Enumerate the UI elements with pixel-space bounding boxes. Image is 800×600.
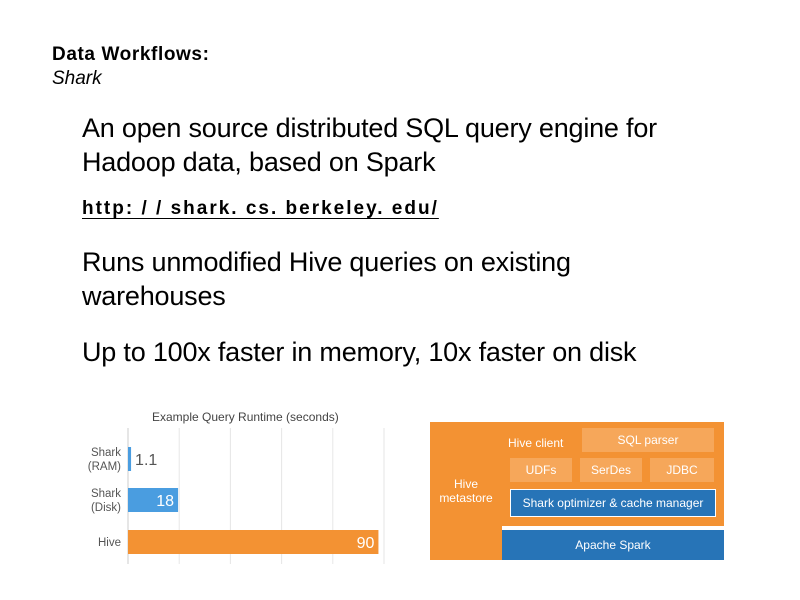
- apache-spark-box: Apache Spark: [502, 530, 724, 560]
- slide-title-line1: Data Workflows:: [52, 44, 210, 65]
- runtime-chart: Example Query Runtime (seconds) Shark(RAM…: [78, 404, 388, 568]
- sql-parser-box: SQL parser: [582, 428, 714, 452]
- jdbc-label: JDBC: [666, 463, 698, 477]
- chart-title: Example Query Runtime (seconds): [152, 410, 339, 424]
- serdes-label: SerDes: [590, 463, 631, 477]
- chart-category-label-2: Hive: [98, 537, 121, 549]
- chart-value-label-0: 1.1: [135, 452, 157, 469]
- apache-spark-label: Apache Spark: [575, 538, 651, 552]
- jdbc-box: JDBC: [650, 458, 714, 482]
- chart-category-label-1: Shark(Disk): [91, 488, 121, 514]
- slide-title: Data Workflows: Shark: [52, 44, 210, 90]
- chart-bar-1: [128, 488, 179, 512]
- bullet-performance: Up to 100x faster in memory, 10x faster …: [82, 337, 637, 367]
- slide-title-line2: Shark: [52, 68, 102, 89]
- optimizer-box: Shark optimizer & cache manager: [510, 489, 716, 517]
- udfs-label: UDFs: [525, 463, 557, 477]
- hive-metastore-box: Hive metastore: [430, 422, 502, 560]
- chart-value-label-1: 18: [156, 493, 174, 510]
- bullet-hive-compat: Runs unmodified Hive queries on existing…: [82, 247, 571, 311]
- chart-bar-2: [128, 530, 379, 554]
- bullet-description: An open source distributed SQL query eng…: [82, 113, 657, 177]
- chart-category-label-0: Shark(RAM): [88, 447, 121, 473]
- sql-parser-label: SQL parser: [617, 433, 679, 447]
- architecture-diagram: Hive metastore Hive client SQL parser UD…: [430, 422, 724, 562]
- runtime-chart-svg: Example Query Runtime (seconds) Shark(RAM…: [88, 410, 385, 564]
- udfs-box: UDFs: [510, 458, 572, 482]
- chart-value-label-2: 90: [357, 535, 375, 552]
- hive-client-label-box: Hive client: [504, 432, 576, 454]
- shark-link[interactable]: http: / / shark. cs. berkeley. edu/: [82, 198, 439, 219]
- optimizer-label: Shark optimizer & cache manager: [522, 496, 704, 510]
- chart-bar-0: [128, 447, 132, 471]
- serdes-box: SerDes: [580, 458, 642, 482]
- hive-metastore-label-2: metastore: [439, 491, 493, 505]
- hive-metastore-label-1: Hive: [453, 477, 478, 491]
- hive-client-label: Hive client: [508, 436, 564, 450]
